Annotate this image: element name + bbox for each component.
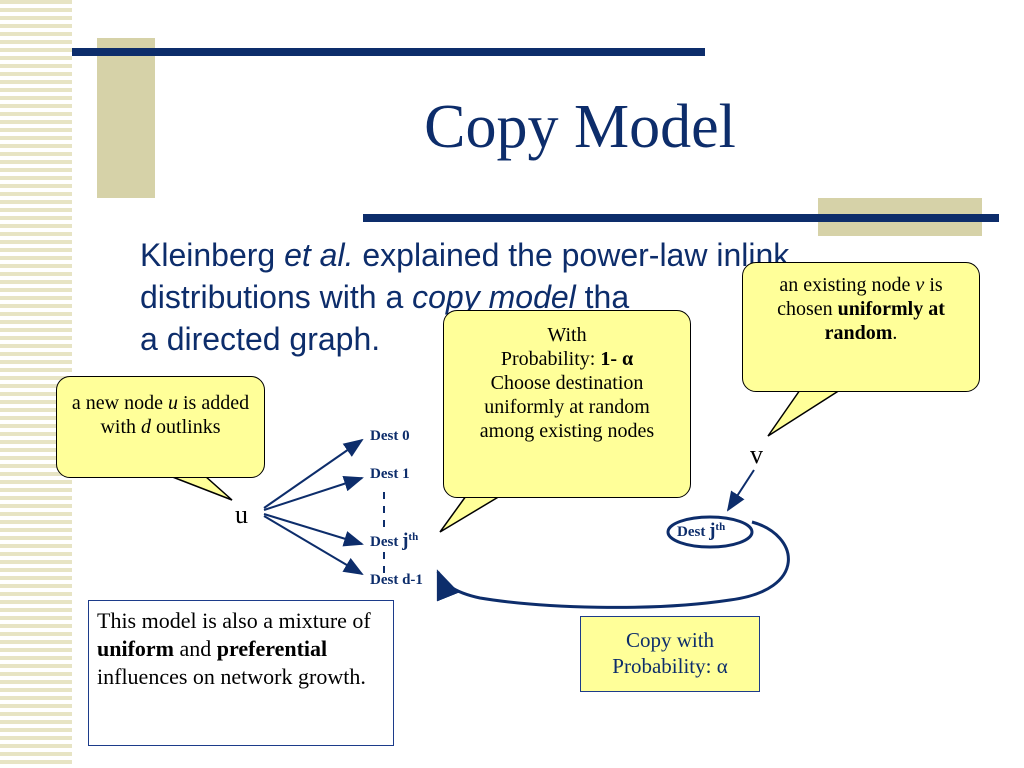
callout-line: Choose destination uniformly at random a… — [479, 372, 655, 442]
note-text: and — [174, 636, 217, 661]
callout-var-v: v — [915, 274, 925, 296]
dest-j-label: Dest jth — [370, 530, 418, 552]
dest-0-label: Dest 0 — [370, 428, 410, 444]
note-emphasis: preferential — [216, 636, 328, 661]
callout-text: outlinks — [151, 416, 221, 438]
callout-probability-value: 1- α — [600, 348, 634, 370]
dest-j-index: j — [402, 530, 409, 551]
copy-probability-box: Copy with Probability: α — [580, 616, 760, 692]
copy-box-line: Copy with — [625, 628, 715, 652]
copy-arc — [436, 520, 790, 609]
edge-u-dest0 — [263, 438, 364, 509]
new-node-callout-tail — [169, 475, 233, 501]
body-line-3: a directed graph. — [140, 321, 381, 357]
slide-body-text: Kleinberg et al. explained the power-law… — [140, 234, 970, 360]
callout-var-u: u — [167, 392, 178, 414]
dest-j-sup: th — [715, 521, 726, 533]
callout-emphasis: uniformly at random — [824, 298, 945, 344]
note-text: influences on network growth. — [97, 664, 366, 689]
callout-text: . — [892, 322, 898, 344]
callout-line: With — [547, 324, 587, 346]
new-node-callout: a new node u is added with d outlinks — [56, 376, 265, 478]
destj-highlight-ellipse — [666, 515, 754, 549]
existing-node-callout-tail — [767, 389, 843, 437]
edge-u-destd1 — [263, 515, 364, 576]
copy-box-line: Probability: α — [612, 654, 728, 678]
dest-j-index: j — [709, 520, 716, 541]
dest-d1-label: Dest d-1 — [370, 572, 423, 588]
body-text-fragment: explained the power-law inlink — [353, 237, 790, 273]
model-note-box: This model is also a mixture of uniform … — [88, 600, 394, 746]
callout-text: a new node — [71, 392, 168, 414]
body-line-2: distributions with a copy model tha — [140, 276, 970, 318]
title-rule-bottom — [363, 214, 999, 222]
edge-v-destj — [726, 469, 755, 512]
callout-text: is added with — [100, 392, 250, 438]
edge-u-destj — [263, 513, 364, 547]
dest-j-text: Dest — [677, 524, 710, 540]
callout-text: is chosen — [777, 274, 943, 320]
callout-var-d: d — [141, 416, 152, 438]
callout-text: an existing node — [779, 274, 916, 296]
body-line-1: Kleinberg et al. explained the power-law… — [140, 234, 970, 276]
existing-node-callout: an existing node v is chosen uniformly a… — [742, 262, 980, 392]
body-text-emphasis: copy model — [412, 279, 576, 315]
edge-u-dest1 — [263, 475, 364, 511]
body-text-fragment: tha — [575, 279, 630, 315]
note-emphasis: uniform — [97, 636, 174, 661]
body-text-fragment: distributions with a — [140, 279, 413, 315]
dest-j-copied-label: Dest jth — [677, 520, 725, 542]
title-deco-block-left — [97, 38, 155, 198]
node-v: v — [750, 440, 763, 469]
probability-callout: With Probability: 1- α Choose destinatio… — [443, 310, 691, 498]
body-text-fragment: Kleinberg — [140, 237, 285, 273]
dest-j-text: Dest — [370, 534, 403, 550]
callout-text: Probability: — [500, 348, 601, 370]
dest-1-label: Dest 1 — [370, 466, 410, 482]
title-rule-top — [72, 48, 705, 56]
callout-line: Probability: 1- α — [460, 347, 674, 371]
probability-callout-tail — [439, 495, 503, 533]
body-text-emphasis: et al. — [284, 237, 354, 273]
node-u: u — [235, 500, 248, 529]
slide-title: Copy Model — [424, 93, 736, 161]
dest-j-sup: th — [408, 531, 419, 543]
note-text: This model is also a mixture of — [97, 608, 371, 633]
